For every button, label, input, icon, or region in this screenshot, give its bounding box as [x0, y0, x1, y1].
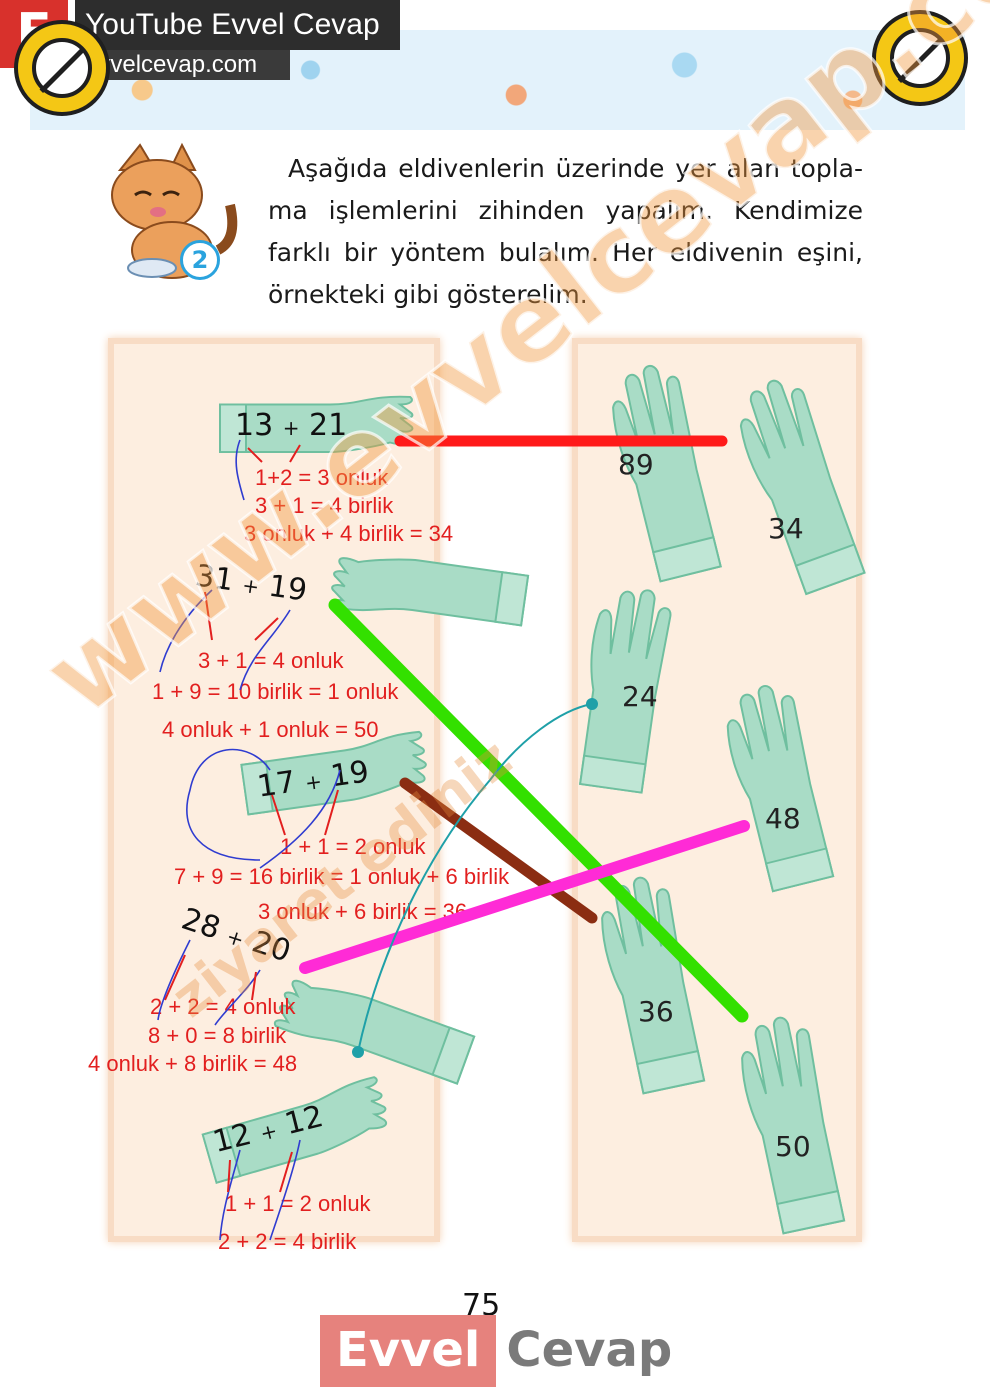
match-dot: [352, 1046, 364, 1058]
glove-answer: 24: [622, 680, 658, 713]
work-line: 7 + 9 = 16 birlik = 1 onluk + 6 birlik: [174, 864, 510, 889]
match-line-28-20: [299, 820, 750, 974]
site-url[interactable]: evvelcevap.com: [75, 50, 290, 80]
work-line: 3 + 1 = 4 onluk: [198, 648, 344, 673]
footer-logo-right: Cevap: [506, 1322, 673, 1378]
cat-illustration: [111, 142, 238, 279]
glove-answer: 50: [775, 1130, 811, 1163]
footer-logo: Evvel Cevap: [320, 1315, 672, 1387]
exercise-number-badge: 2: [180, 240, 220, 280]
work-line: 1 + 1 = 2 onluk: [225, 1191, 371, 1216]
match-line-12-12: [357, 703, 593, 1053]
glove-answer: 34: [768, 512, 804, 545]
work-line: 3 + 1 = 4 birlik: [255, 493, 394, 518]
work-line: 3 onluk + 6 birlik = 36: [258, 899, 468, 924]
exercise-instruction: Aşağıda eldivenlerin üzerinde yer alan t…: [268, 154, 863, 309]
work-line: 2 + 2 = 4 birlik: [218, 1229, 357, 1254]
work-line: 8 + 0 = 8 birlik: [148, 1023, 287, 1048]
red-pen-marks: [164, 444, 339, 1193]
footer-logo-left: Evvel: [320, 1315, 497, 1387]
match-line-17-19: [399, 777, 598, 924]
glove-answer: 36: [638, 995, 674, 1028]
match-line-31-19: [328, 598, 749, 1023]
abbyy-badge-icon: [14, 20, 110, 116]
work-line: 1 + 9 = 10 birlik = 1 onluk: [152, 679, 399, 704]
work-line: 1+2 = 3 onluk: [255, 465, 389, 490]
work-line: 3 onluk + 4 birlik = 34: [244, 521, 454, 546]
work-line: 4 onluk + 1 onluk = 50: [162, 717, 379, 742]
work-line: 4 onluk + 8 birlik = 48: [88, 1051, 298, 1076]
channel-title[interactable]: YouTube Evvel Cevap: [75, 0, 400, 50]
abbyy-badge-icon[interactable]: [872, 10, 968, 106]
match-dot: [586, 698, 598, 710]
work-line: 1 + 1 = 2 onluk: [280, 834, 426, 859]
glove-answer: 48: [765, 802, 801, 835]
glove-answer: 89: [618, 448, 654, 481]
glove-addition: 13 + 21: [235, 408, 348, 443]
